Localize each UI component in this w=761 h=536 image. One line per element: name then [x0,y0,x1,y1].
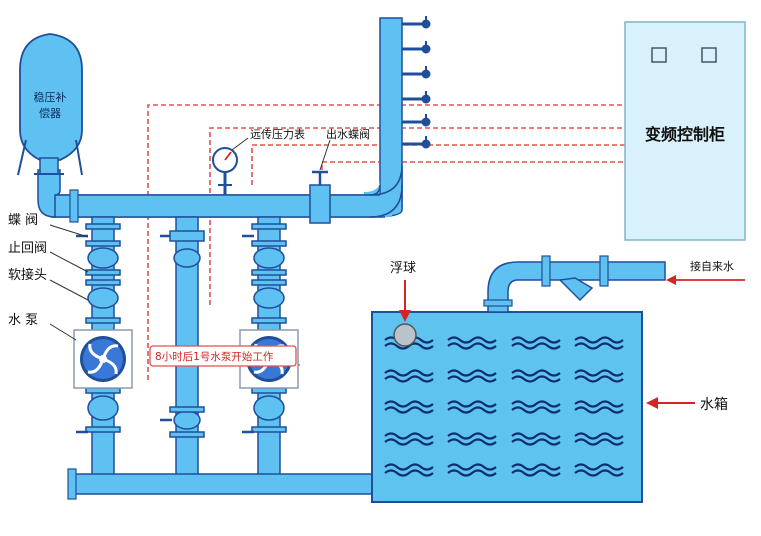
compensator-label-line2: 偿器 [39,106,61,120]
remote-pressure-gauge [212,147,238,195]
float-ball-label: 浮球 [390,261,416,276]
outlet-butterfly-valve-label: 出水蝶阀 [326,127,370,141]
float-ball-arrow [399,280,411,322]
control-signal-lines [147,104,625,380]
tank-water-waves [384,336,624,477]
soft-joint-label: 软接头 [8,267,47,283]
control-cabinet-label: 变频控制柜 [645,125,725,144]
tap-water-label: 接自来水 [690,260,734,273]
tap-water-arrow [666,275,745,285]
inlet-pipe [483,255,666,313]
water-tank-label: 水箱 [700,397,728,413]
outlet-butterfly-valve [309,170,331,224]
left-label-leaders [49,224,89,341]
float-ball-icon [393,323,417,347]
header-pipe [37,164,403,223]
header-label-leaders [231,137,331,171]
pump-1 [73,329,133,389]
check-valve-label: 止回阀 [8,241,47,256]
pressure-compensator-tank: 稳压补 偿器 [17,33,83,176]
water-pump-label: 水 泵 [8,313,38,328]
riser-outlet-valves [402,16,431,149]
suction-pipe [67,468,373,500]
pump-switch-note: 8小时后1号水泵开始工作 [149,345,297,367]
butterfly-valve-label: 蝶 阀 [8,213,38,228]
riser-pipe [364,17,403,212]
pump-switch-note-text: 8小时后1号水泵开始工作 [155,350,274,363]
remote-pressure-gauge-label: 远传压力表 [250,127,305,141]
compensator-label-line1: 稳压补 [34,90,67,104]
control-cabinet: 变频控制柜 [624,21,746,241]
water-tank [371,311,643,503]
water-tank-arrow [646,397,695,409]
